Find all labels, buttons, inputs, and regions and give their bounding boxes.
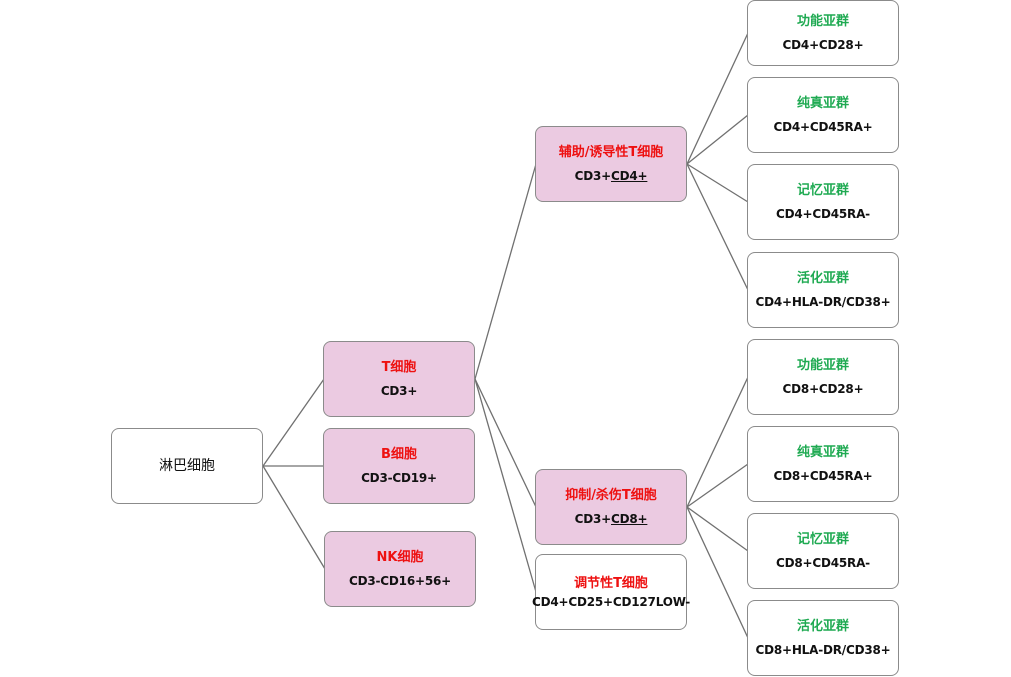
node-marker: CD8+CD45RA- bbox=[776, 556, 870, 570]
node-title: 纯真亚群 bbox=[796, 445, 849, 460]
connector-cd4-functional bbox=[686, 32, 749, 165]
node-marker: CD8+CD45RA+ bbox=[773, 469, 873, 483]
node-marker: CD8+CD28+ bbox=[782, 382, 864, 396]
connector-cd8-functional bbox=[686, 376, 749, 508]
node-marker: CD4+CD28+ bbox=[782, 38, 864, 52]
node-title: 辅助/诱导性T细胞 bbox=[558, 145, 664, 160]
node-title: 抑制/杀伤T细胞 bbox=[565, 488, 657, 503]
node-cd4-memory-subset: 记忆亚群 CD4+CD45RA- bbox=[747, 164, 899, 240]
node-marker: CD4+CD45RA+ bbox=[773, 120, 873, 134]
node-suppressor-t-cell: 抑制/杀伤T细胞 CD3+CD8+ bbox=[535, 469, 687, 545]
node-cd8-memory-subset: 记忆亚群 CD8+CD45RA- bbox=[747, 513, 899, 589]
node-b-cell: B细胞 CD3-CD19+ bbox=[323, 428, 475, 504]
connector-root-t bbox=[262, 378, 325, 467]
node-marker: CD3+CD8+ bbox=[575, 511, 648, 527]
node-cd4-activated-subset: 活化亚群 CD4+HLA-DR/CD38+ bbox=[747, 252, 899, 328]
connector-cd4-activated bbox=[686, 163, 749, 291]
node-title: T细胞 bbox=[381, 360, 417, 375]
connector-cd8-activated bbox=[686, 506, 749, 639]
marker-underlined: CD8+ bbox=[611, 512, 648, 526]
connector-cd4-naive bbox=[686, 114, 749, 165]
marker-underlined: CD4+ bbox=[611, 169, 648, 183]
node-marker: CD4+CD45RA- bbox=[776, 207, 870, 221]
connector-cd8-naive bbox=[686, 463, 749, 508]
node-cd8-activated-subset: 活化亚群 CD8+HLA-DR/CD38+ bbox=[747, 600, 899, 676]
node-title: NK细胞 bbox=[376, 550, 424, 565]
connector-cd8-memory bbox=[686, 506, 749, 552]
node-nk-cell: NK细胞 CD3-CD16+56+ bbox=[324, 531, 476, 607]
node-title: 记忆亚群 bbox=[796, 532, 849, 547]
marker-prefix: CD3+ bbox=[574, 169, 612, 183]
node-marker: CD4+HLA-DR/CD38+ bbox=[755, 295, 891, 309]
node-cd4-functional-subset: 功能亚群 CD4+CD28+ bbox=[747, 0, 899, 66]
node-marker: CD8+HLA-DR/CD38+ bbox=[755, 643, 891, 657]
node-marker: CD3+ bbox=[380, 384, 418, 398]
node-title: 调节性T细胞 bbox=[574, 575, 648, 591]
node-title: 记忆亚群 bbox=[796, 183, 849, 198]
node-marker: CD3-CD19+ bbox=[361, 471, 437, 485]
marker-prefix: CD3+ bbox=[574, 512, 612, 526]
connector-root-nk bbox=[262, 465, 326, 570]
node-lymphocyte: 淋巴细胞 bbox=[111, 428, 263, 504]
connector-t-helper bbox=[474, 163, 537, 380]
node-cd8-naive-subset: 纯真亚群 CD8+CD45RA+ bbox=[747, 426, 899, 502]
node-title: 活化亚群 bbox=[796, 619, 849, 634]
connector-cd4-memory bbox=[686, 163, 749, 203]
connector-t-regulatory bbox=[474, 378, 537, 593]
node-title: B细胞 bbox=[381, 447, 417, 462]
node-marker: CD3-CD16+56+ bbox=[349, 574, 451, 588]
node-cd4-naive-subset: 纯真亚群 CD4+CD45RA+ bbox=[747, 77, 899, 153]
node-title: 功能亚群 bbox=[796, 358, 849, 373]
node-helper-t-cell: 辅助/诱导性T细胞 CD3+CD4+ bbox=[535, 126, 687, 202]
node-title: 纯真亚群 bbox=[796, 96, 849, 111]
node-t-cell: T细胞 CD3+ bbox=[323, 341, 475, 417]
node-title: 活化亚群 bbox=[796, 271, 849, 286]
node-marker: CD4+CD25+CD127LOW- bbox=[532, 594, 691, 609]
node-cd8-functional-subset: 功能亚群 CD8+CD28+ bbox=[747, 339, 899, 415]
node-marker: CD3+CD4+ bbox=[575, 168, 648, 184]
node-regulatory-t-cell: 调节性T细胞 CD4+CD25+CD127LOW- bbox=[532, 554, 691, 630]
node-title: 功能亚群 bbox=[796, 14, 849, 29]
connector-t-suppressor bbox=[474, 378, 537, 508]
node-title: 淋巴细胞 bbox=[159, 457, 215, 474]
